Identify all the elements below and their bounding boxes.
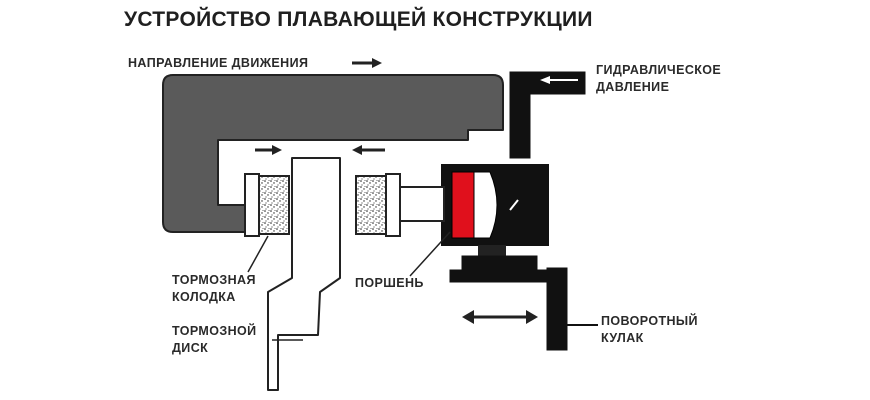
- disc-label-line2: ДИСК: [172, 341, 209, 355]
- left-pad-backing: [244, 173, 260, 237]
- direction-label: НАПРАВЛЕНИЕ ДВИЖЕНИЯ: [128, 56, 309, 70]
- mount-stem: [478, 245, 506, 257]
- caliper-body: [162, 74, 504, 233]
- hydraulic-label-line1: ГИДРАВЛИЧЕСКОЕ: [596, 63, 722, 77]
- slide-arrow-left-head: [462, 310, 474, 324]
- steering-knuckle: [546, 267, 568, 351]
- piston-label: ПОРШЕНЬ: [355, 276, 424, 290]
- knuckle-label-line1: ПОВОРОТНЫЙ: [601, 314, 698, 328]
- left-brake-pad: [258, 175, 290, 235]
- piston-leader: [409, 231, 451, 277]
- right-force-arrow-head: [352, 145, 362, 155]
- right-brake-pad: [355, 175, 387, 235]
- pad-label-line2: КОЛОДКА: [172, 290, 236, 304]
- piston-red: [451, 171, 475, 239]
- slide-arrow-right-head: [526, 310, 538, 324]
- pad-leader: [247, 235, 269, 273]
- pressure-tick: [509, 199, 519, 211]
- pad-label-line1: ТОРМОЗНАЯ: [172, 273, 256, 287]
- direction-arrow-head: [372, 58, 382, 68]
- piston-white: [473, 171, 498, 239]
- hydraulic-label-line2: ДАВЛЕНИЕ: [596, 80, 670, 94]
- brake-disc: [267, 157, 341, 391]
- hydraulic-line: [509, 71, 586, 159]
- diagram-title: УСТРОЙСТВО ПЛАВАЮЩЕЙ КОНСТРУКЦИИ: [124, 8, 593, 31]
- mount-plate: [461, 255, 538, 271]
- disc-label-line1: ТОРМОЗНОЙ: [172, 324, 257, 338]
- slide-pin: [449, 269, 549, 283]
- right-pad-backing: [385, 173, 401, 237]
- knuckle-label-line2: КУЛАК: [601, 331, 644, 345]
- left-force-arrow-head: [272, 145, 282, 155]
- piston-rod: [397, 186, 445, 222]
- fluid-arrow-head: [540, 76, 550, 84]
